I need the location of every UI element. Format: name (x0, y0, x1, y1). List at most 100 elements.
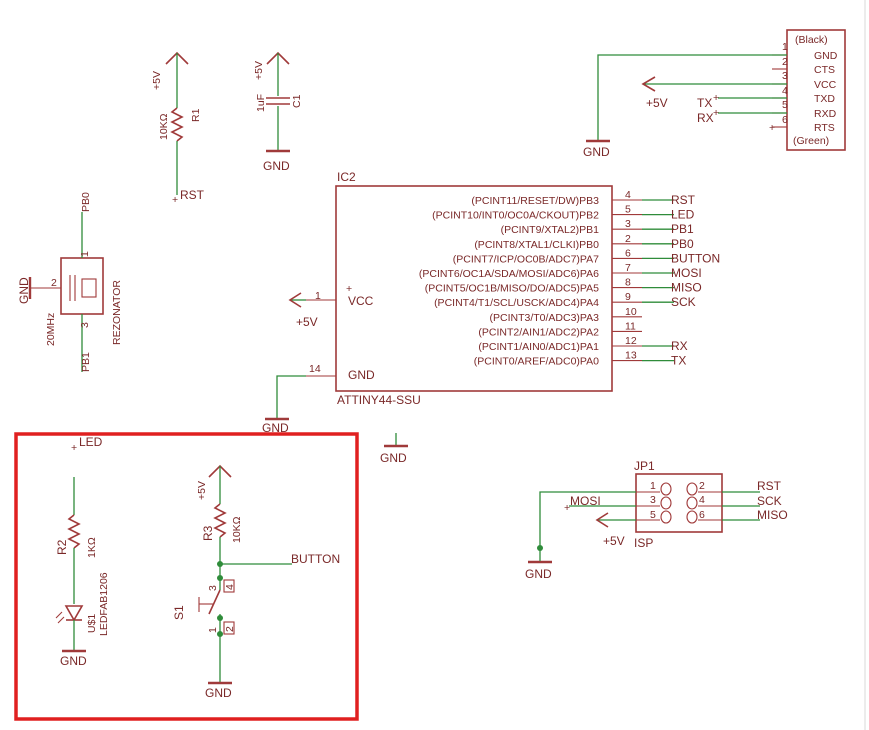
resistor-zigzag-icon (213, 503, 227, 538)
switch-pin-box (223, 579, 235, 593)
switch-lever-icon (208, 589, 221, 615)
ic2-vcc-net: +5V (296, 315, 318, 329)
ftdi-connector[interactable]: (Black) (Green) GND CTS VCC TXD RXD RTS … (772, 29, 846, 151)
switch-pin-box (223, 621, 235, 635)
led-block[interactable]: LED + R2 1KΩ U$1 LEDFAB1206 GND (55, 435, 110, 668)
ic2-pin-num: 11 (625, 320, 636, 332)
ftdi-pin-name: RXD (814, 108, 837, 120)
resonator-net-bottom: PB1 (80, 352, 92, 372)
ic2-pin-label: (PCINT10/INT0/OC0A/CKOUT)PB2 (432, 210, 599, 222)
switch-pin: 2 (224, 626, 236, 632)
ic2-pin-label: (PCINT6/OC1A/SDA/MOSI/ADC6)PA6 (419, 268, 599, 280)
ic2-gnd-wire (276, 375, 306, 418)
button-block[interactable]: +5V R3 10KΩ BUTTON S1 3 4 1 2 GND (172, 464, 340, 700)
ftdi-pin-name: GND (814, 50, 838, 62)
resonator[interactable]: PB0 PB1 GND 20MHz REZONATOR 1 2 3 (17, 192, 123, 372)
jp1-isp-header[interactable]: JP1 ISP 1 3 5 2 4 6 (634, 459, 723, 550)
ftdi-gnd-wire (597, 54, 787, 140)
ic2-pin-num: 13 (625, 350, 637, 362)
ftdi-pin-num: 5 (782, 99, 788, 111)
c1-supply-label: +5V (253, 61, 265, 80)
ic2-pin-label: (PCINT1/AIN0/ADC1)PA1 (478, 341, 599, 353)
ic2-net-label: PB1 (671, 222, 694, 236)
ftdi-pin-name: RTS (814, 122, 835, 134)
c1-gnd-label: GND (263, 159, 290, 173)
ftdi-pin-num: 4 (782, 85, 788, 97)
ftdi-pin-num: 6 (782, 114, 788, 126)
ftdi-body (786, 29, 846, 151)
highlight-box (14, 432, 359, 721)
ic2-pin-label: (PCINT0/AREF/ADC0)PA0 (474, 356, 599, 368)
jp1-body (635, 473, 723, 533)
ic2-pin-num: 8 (625, 277, 631, 289)
led-r-name: R2 (55, 539, 69, 555)
ic2-part: ATTINY44-SSU (337, 393, 421, 407)
ic2-body (335, 185, 613, 392)
plus-glyph: + (713, 107, 719, 119)
plus-glyph: + (346, 283, 352, 295)
plus-glyph: + (564, 502, 570, 514)
resonator-name: REZONATOR (111, 280, 123, 345)
jp1-pin: 3 (650, 494, 656, 506)
button-supply-label: +5V (196, 481, 208, 500)
jp1-name: JP1 (634, 459, 655, 473)
crystal-icon (81, 278, 97, 298)
plus-glyph: + (769, 122, 775, 134)
button-r-name: R3 (201, 525, 215, 541)
plus-glyph: + (713, 92, 719, 104)
jp1-pin: 1 (650, 480, 656, 492)
ftdi-gnd-label: GND (583, 145, 610, 159)
ic2-pin-num: 12 (625, 335, 637, 347)
ftdi-pin-name: TXD (814, 93, 835, 105)
ftdi-pin-name: VCC (814, 79, 837, 91)
ic2-net-label: RST (671, 193, 696, 207)
resistor-zigzag-icon (170, 107, 184, 142)
led-r-value: 1KΩ (86, 537, 98, 558)
resonator-pin: 2 (51, 277, 57, 289)
switch-pin: 3 (207, 585, 219, 591)
ic2-gnd-pin-label: GND (348, 368, 375, 382)
jp1-gnd-wire (539, 491, 636, 548)
ic2-pin-label: (PCINT11/RESET/DW)PB3 (471, 195, 599, 207)
ic2-vcc-pin-label: VCC (348, 294, 374, 308)
resistor-r1[interactable]: +5V 10KΩ R1 RST + (151, 51, 205, 206)
ftdi-tx-label: TX (697, 96, 712, 110)
r1-supply-label: +5V (151, 71, 163, 90)
resonator-pin: 3 (79, 322, 91, 328)
ic2-gnd-pin-num: 14 (309, 363, 321, 375)
ic2-attiny44[interactable]: IC2 ATTINY44-SSU VCC 1 + GND 14 (306, 170, 613, 407)
ic2-net-label: TX (671, 354, 686, 368)
c1-name: C1 (291, 94, 303, 108)
ic2-pin-label: (PCINT4/T1/SCL/USCK/ADC4)PA4 (434, 297, 599, 309)
free-gnd-label: GND (380, 451, 407, 465)
ic2-pin-num: 7 (625, 262, 631, 274)
ic2-name: IC2 (337, 170, 356, 184)
led-u-value: LEDFAB1206 (98, 572, 110, 636)
ftdi-pin-num: 2 (782, 56, 788, 68)
ic2-net-label: PB0 (671, 237, 694, 251)
plus-glyph: + (71, 442, 77, 454)
r1-name: R1 (190, 108, 202, 122)
ic2-pin-label: (PCINT2/AIN1/ADC2)PA2 (478, 326, 599, 338)
jp1-miso-label: MISO (757, 508, 788, 522)
ic2-pin-label: (PCINT5/OC1B/MISO/DO/ADC5)PA5 (425, 283, 599, 295)
led-gnd-label: GND (60, 654, 87, 668)
ic2-net-label: BUTTON (671, 251, 720, 265)
ic2-net-label: RX (671, 339, 688, 353)
ic2-pin-num: 3 (625, 218, 631, 230)
resonator-pin: 1 (79, 251, 91, 257)
ic2-pin-label: (PCINT7/ICP/OC0B/ADC7)PA7 (453, 253, 599, 265)
ic2-pin-label: (PCINT9/XTAL2)PB1 (501, 224, 600, 236)
jp1-pin: 5 (650, 509, 656, 521)
capacitor-c1[interactable]: +5V 1uF C1 GND (253, 51, 303, 173)
ftdi-pin-num: 1 (782, 41, 788, 53)
r1-value: 10KΩ (158, 113, 170, 140)
c1-value: 1uF (255, 94, 267, 112)
ic2-pin-label: (PCINT3/T0/ADC3)PA3 (490, 312, 600, 324)
jp1-rst-label: RST (757, 479, 782, 493)
ic2-pin-label: (PCINT8/XTAL1/CLKI)PB0 (474, 239, 599, 251)
ic2-pin-num: 9 (625, 291, 631, 303)
button-gnd-label: GND (205, 686, 232, 700)
